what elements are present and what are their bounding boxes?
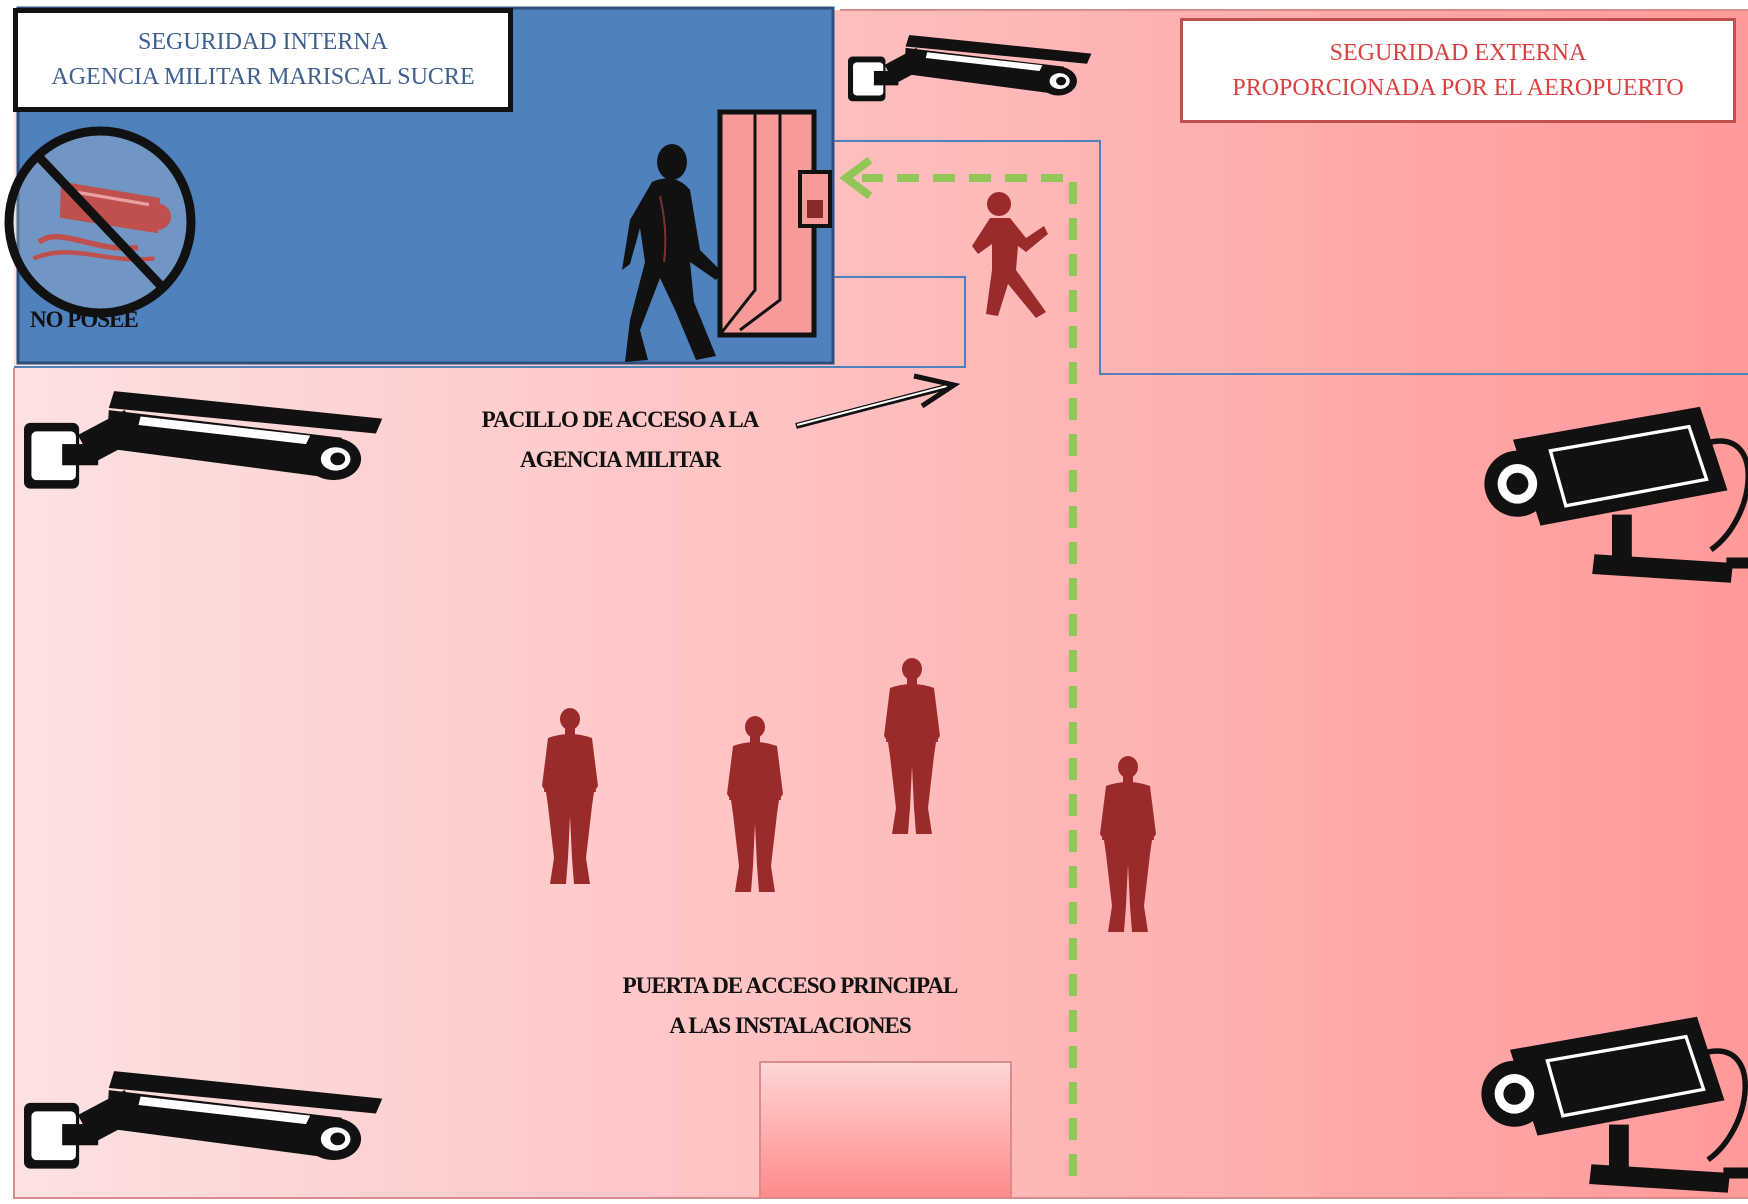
- corridor-outline: [834, 140, 1748, 375]
- corridor-arrow-icon: [795, 373, 961, 429]
- corridor-label-line2: AGENCIA MILITAR: [520, 447, 721, 473]
- main-door-label-line2: A LAS INSTALACIONES: [669, 1013, 911, 1039]
- main-door-icon: [759, 1061, 1012, 1199]
- internal-security-subtitle: AGENCIA MILITAR MARISCAL SUCRE: [51, 64, 475, 90]
- external-security-label-box: SEGURIDAD EXTERNA PROPORCIONADA POR EL A…: [1180, 18, 1736, 123]
- no-camera-note: NO POSEE: [30, 307, 139, 332]
- main-door-label: PUERTA DE ACCESO PRINCIPAL A LAS INSTALA…: [580, 966, 1000, 1047]
- external-security-title: SEGURIDAD EXTERNA: [1329, 39, 1587, 66]
- main-door-label-line1: PUERTA DE ACCESO PRINCIPAL: [622, 973, 959, 998]
- external-security-subtitle: PROPORCIONADA POR EL AEROPUERTO: [1232, 74, 1684, 101]
- access-path-arrowhead: [839, 156, 873, 200]
- corridor-label-line1: PACILLO DE ACCESO A LA: [481, 407, 760, 432]
- corridor-person-icon: [972, 192, 1048, 318]
- agency-door-icon: [717, 109, 832, 338]
- no-camera-icon: [4, 126, 196, 318]
- internal-security-title: SEGURIDAD INTERNA: [138, 29, 388, 56]
- internal-security-label-box: SEGURIDAD INTERNA AGENCIA MILITAR MARISC…: [13, 8, 513, 112]
- walking-person-icon: [622, 144, 722, 362]
- corridor-label: PACILLO DE ACCESO A LA AGENCIA MILITAR: [440, 400, 800, 481]
- access-path-line: [862, 174, 1077, 1176]
